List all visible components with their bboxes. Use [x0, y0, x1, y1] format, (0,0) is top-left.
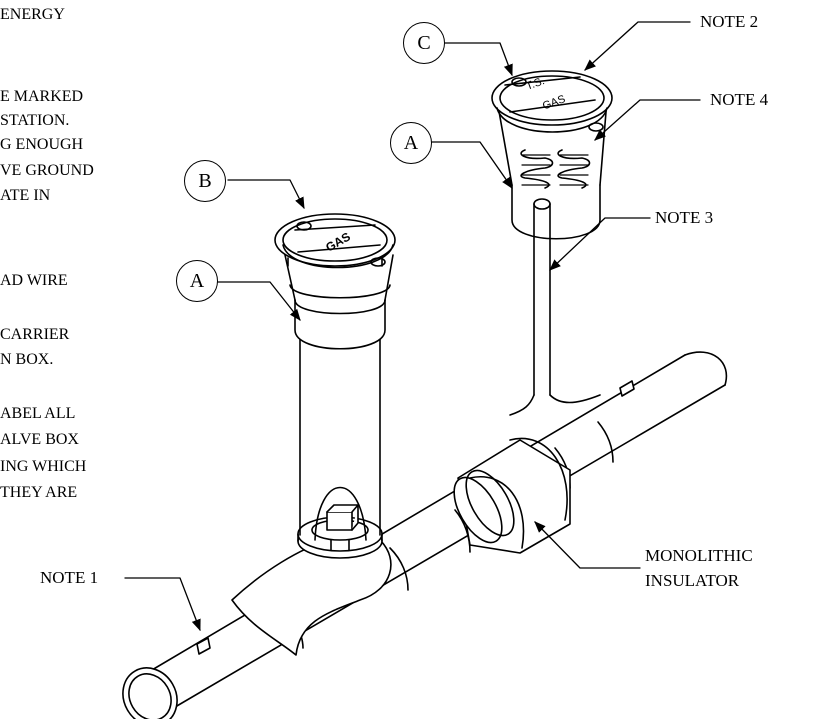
- note-text-line: AD WIRE: [0, 272, 68, 289]
- note-text-line: N BOX.: [0, 351, 54, 368]
- callout-bubble-a-right: A: [390, 122, 432, 164]
- note-text-line: CARRIER: [0, 326, 70, 343]
- callout-bubble-b: B: [184, 160, 226, 202]
- note-text-line: VE GROUND: [0, 162, 94, 179]
- valve-box-left: [274, 213, 396, 541]
- main-pipe: [122, 351, 728, 719]
- note-3-label: NOTE 3: [655, 208, 714, 227]
- note-text-line: ING WHICH: [0, 458, 87, 475]
- note-4-label: NOTE 4: [710, 90, 769, 109]
- note-text-line: G ENOUGH: [0, 136, 84, 153]
- tee-fitting-valve: [231, 504, 392, 656]
- note-text-line: E MARKED: [0, 88, 84, 105]
- leader-lines: [124, 21, 701, 632]
- monolithic-label-line1: MONOLITHIC: [645, 546, 753, 565]
- note-2-label: NOTE 2: [700, 12, 759, 31]
- monolithic-label-line2: INSULATOR: [645, 571, 740, 590]
- note-text-line: ATE IN: [0, 187, 51, 204]
- test-station-box: [491, 70, 613, 416]
- note-1-label: NOTE 1: [40, 568, 99, 587]
- monolithic-insulator: [453, 437, 571, 554]
- callout-bubble-c: C: [403, 22, 445, 64]
- note-text-line: STATION.: [0, 112, 70, 129]
- note-text-line: ENERGY: [0, 6, 65, 23]
- note-text-line: THEY ARE: [0, 484, 78, 501]
- callout-bubble-a-left: A: [176, 260, 218, 302]
- note-text-line: ABEL ALL: [0, 405, 76, 422]
- note-text-line: ALVE BOX: [0, 431, 79, 448]
